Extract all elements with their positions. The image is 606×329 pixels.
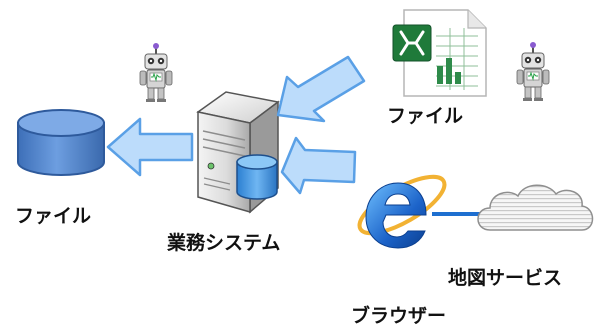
arrow-excel-to-system xyxy=(276,55,366,123)
label-browser: ブラウザー xyxy=(351,304,446,327)
excel-spreadsheet-icon xyxy=(392,9,487,97)
internet-explorer-icon[interactable] xyxy=(352,166,452,249)
label-file-left: ファイル xyxy=(15,205,91,227)
robot-icon xyxy=(516,41,550,102)
arrow-browser-to-system xyxy=(280,136,357,195)
label-file-right: ファイル xyxy=(387,105,463,127)
database-small-icon xyxy=(236,154,278,200)
database-cylinder-icon xyxy=(17,109,105,176)
label-map-service: 地図サービス xyxy=(448,266,562,289)
robot-icon xyxy=(139,42,173,103)
cloud-icon xyxy=(477,184,594,231)
arrow-system-to-file xyxy=(106,117,194,177)
label-business-system: 業務システム xyxy=(166,231,280,254)
